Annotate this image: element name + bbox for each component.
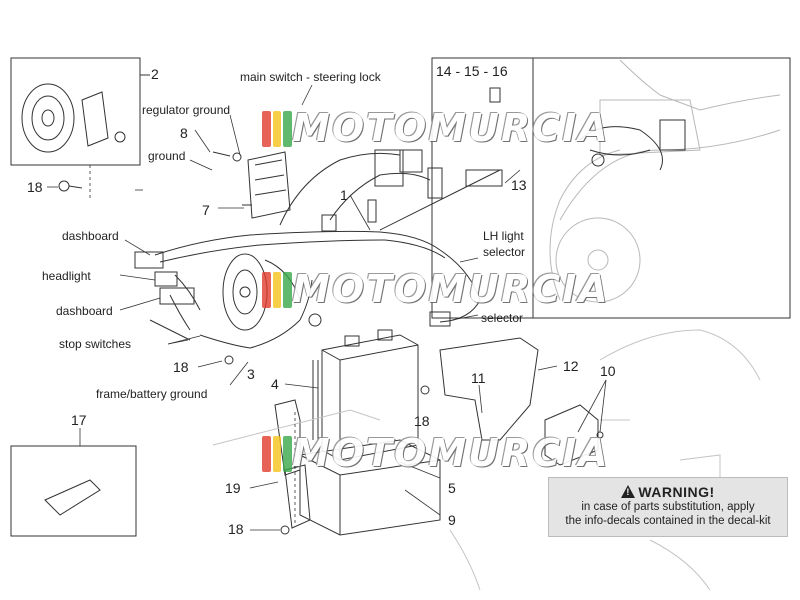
warning-title-text: WARNING! [638, 484, 715, 500]
screw-parts [58, 180, 604, 535]
watermark-logo-bars-2 [262, 272, 293, 308]
callout-18-a: 18 [27, 179, 43, 195]
warning-line-2: the info-decals contained in the decal-k… [565, 515, 771, 527]
cover-part [439, 337, 539, 441]
callout-3: 3 [247, 366, 255, 382]
clip-inset-frame [10, 445, 137, 537]
dashed-leaders [89, 165, 296, 525]
label-selector-1: selector [483, 245, 526, 259]
watermark-text-1: MOTOMURCIA [292, 106, 610, 150]
callout-4: 4 [271, 376, 279, 392]
callout-5: 5 [448, 480, 456, 496]
connector-blocks [134, 251, 195, 305]
label-frame-battery-ground: frame/battery ground [96, 387, 208, 401]
callout-7: 7 [202, 202, 210, 218]
warning-panel: WARNING! in case of parts substitution, … [548, 477, 788, 537]
label-ground: ground [148, 149, 186, 163]
callout-12: 12 [563, 358, 579, 374]
battery-part [321, 329, 419, 461]
frame-outline [212, 329, 761, 591]
scooter-outline [549, 59, 781, 303]
callout-8: 8 [180, 125, 188, 141]
leader-lines [47, 84, 607, 531]
callout-2: 2 [151, 66, 159, 82]
label-dashboard-1: dashboard [62, 229, 119, 243]
warning-line-1: in case of parts substitution, apply [581, 501, 755, 513]
callout-18-d: 18 [228, 521, 244, 537]
label-headlight: headlight [42, 269, 91, 283]
wiring-harness [149, 152, 501, 349]
watermark-text-3: MOTOMURCIA [292, 431, 610, 475]
label-stop-switches: stop switches [59, 337, 132, 351]
label-regulator-ground: regulator ground [142, 103, 231, 117]
scooter-wiring [579, 119, 686, 171]
callout-14-15-16: 14 - 15 - 16 [436, 63, 508, 79]
callout-11: 11 [471, 370, 486, 386]
callout-19: 19 [225, 480, 241, 496]
callout-18-b: 18 [173, 359, 189, 375]
callout-1: 1 [340, 187, 348, 203]
callout-18-c: 18 [414, 413, 430, 429]
label-main-switch: main switch - steering lock [240, 70, 381, 84]
callout-10: 10 [600, 363, 616, 379]
callout-9: 9 [448, 512, 456, 528]
label-selector-2: selector [481, 311, 524, 325]
clip-part [44, 479, 101, 516]
watermark-logo-bars-3 [262, 436, 293, 472]
warning-title: WARNING! [549, 484, 787, 500]
watermark-logo-bars-1 [262, 111, 293, 147]
callout-17: 17 [71, 412, 87, 428]
control-module-part [544, 404, 599, 466]
callout-13: 13 [511, 177, 527, 193]
horn-inset-frame [10, 57, 141, 166]
regulator-part [212, 151, 291, 219]
label-dashboard-2: dashboard [56, 304, 113, 318]
main-switch-part [321, 149, 503, 327]
horn-part [21, 74, 150, 153]
bracket-part [274, 399, 311, 529]
label-lh-light: LH light [483, 229, 524, 243]
scooter-inset-frame-right [532, 57, 791, 319]
watermark-text-2: MOTOMURCIA [292, 267, 610, 311]
warning-triangle-icon [621, 485, 636, 498]
fuse-part [489, 87, 501, 103]
